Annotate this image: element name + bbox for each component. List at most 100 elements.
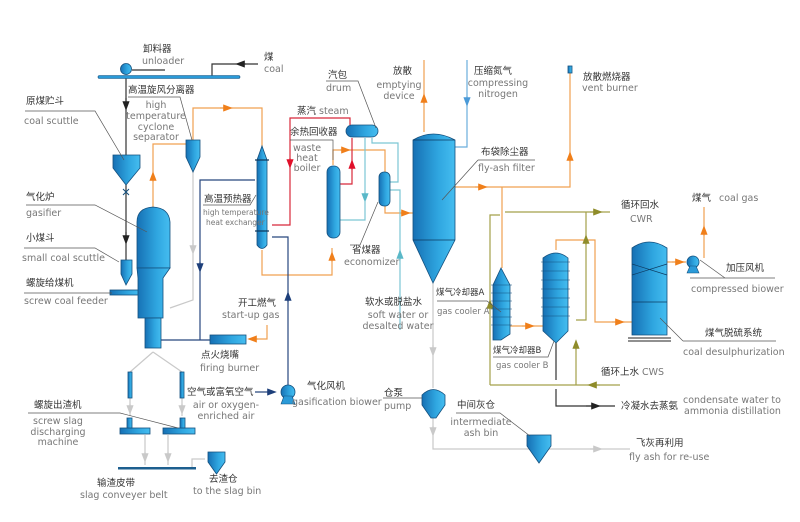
economizer [378,171,391,207]
screw-coal-feeder [109,289,141,296]
slag-split-line [129,351,183,373]
unloader-label-zh: 卸料器 [143,43,172,55]
nitrogen-label-zh: 压缩氮气 [474,65,513,77]
cyclone-label-zh: 高温旋风分离器 [128,84,195,96]
high-temperature-heat-exchanger [256,144,268,249]
fly-ash-reuse-label-zh: 飞灰再利用 [636,437,684,449]
soft-water-label-zh: 软水或脱盐水 [365,296,423,308]
soft-water-label-en-2: desalted water [363,321,434,332]
coal-gas-label-en: coal gas [719,193,758,204]
screw-slag-machine-right [162,427,196,435]
waste-heat-boiler-label-en-3: boiler [294,163,321,174]
slag-conveyer-belt [118,467,196,470]
intermediate-ash-bin [526,434,552,464]
screw-slag-label-zh: 螺旋出渣机 [34,399,82,411]
economizer-label-zh: 省煤器 [352,244,381,256]
gasifier-bottom [144,317,162,349]
exchanger-to-boiler-line [261,248,333,276]
slag-column-right [179,371,185,399]
cyclone-label-en-1: high [146,100,167,111]
small-coal-scuttle [120,259,133,286]
gasifier-label-zh: 气化炉 [26,191,55,203]
waste-heat-boiler-label-en-2: heat [296,153,318,164]
cyclone-outlet-line [192,107,263,148]
coal-scuttle-label-en: coal scuttle [24,116,79,127]
condensate-label-en-1: condensate water to [683,395,781,406]
screw-slag-label-en-2: discharging [30,427,85,438]
leader-lines [24,80,776,437]
gas-cooler-b-label-en: gas cooler B [496,361,549,371]
fly-ash-reuse-label-en: fly ash for re-use [629,452,709,463]
equipment [97,63,700,475]
cooler-b-return-line [576,212,587,321]
slag-bin-label-zh: 去渣仓 [209,473,238,485]
desulphurization-tower [631,241,668,336]
coal-label-en: coal [264,64,284,75]
air-label-en-2: enriched air [198,411,255,422]
belt-to-bin-line [191,458,205,468]
emptying-label-zh: 放散 [393,65,413,77]
cws-label-en: CWS [642,367,664,378]
air-label-zh: 空气或富氧空气 [187,386,254,398]
gasification-blower-label-en: gasification biower [292,397,382,408]
screw-slag-label-en-1: screw slag [33,416,83,427]
unloader-label-en: unloader [142,56,184,67]
firing-burner-label-zh: 点火烧嘴 [201,349,240,361]
slag-belt-label-en: slag conveyer belt [80,490,168,501]
ash-bin-label-en-2: ash bin [464,428,499,439]
start-up-gas-line [250,325,268,340]
ash-bin-label-en-1: intermediate [450,417,511,428]
firing-burner-label-en: firing burner [200,363,259,374]
boiler-steam-line [340,138,353,185]
nitrogen-label-en-1: compressing [468,78,528,89]
steam-drum [345,124,379,138]
cooler-a-coils [491,284,512,326]
small-coal-scuttle-label-zh: 小煤斗 [26,232,55,244]
steam-label-zh: 蒸汽 [297,105,317,117]
tower-base [628,337,671,342]
pump-label-en: pump [384,401,411,412]
drum-label-en: drum [326,83,351,94]
gasification-blower-label-zh: 气化风机 [307,380,346,392]
economizer-to-filter-line [384,205,413,214]
drum-to-economizer-line [371,138,399,183]
gas-cooler-a-label-zh: 煤气冷却器A [436,287,485,298]
coal-scuttle [112,154,141,186]
condensate-label-en-2: ammonia distillation [684,406,781,417]
slag-inlet-left [126,417,133,429]
steam-line [272,117,351,226]
desulphurization-label-zh: 煤气脱硫系统 [705,327,763,339]
compressed-blower-base [686,265,700,274]
heat-exchanger-label-en-2: heat exchanger [206,218,266,227]
cwr-label-zh: 循环回水 [621,199,660,211]
labels: 卸料器 unloader 煤 coal 高温旋风分离器 high tempera… [22,43,785,501]
unloader-conveyor [97,75,241,79]
fly-ash-filter [412,133,456,284]
vent-burner-label-en: vent burner [582,83,638,94]
unloader-icon [120,63,132,75]
air-label-en-1: air or oxygen- [193,400,259,411]
gasifier-label-en: gasifier [26,208,61,219]
cyclone-label-en-3: cyclone [138,122,175,133]
pump-label-zh: 仓泵 [384,387,404,399]
ash-bin-label-zh: 中间灰仓 [457,399,496,411]
pipelines [122,60,708,468]
slag-belt-label-zh: 输渣皮带 [97,477,136,489]
coal-inlet-line [211,63,258,77]
drum-label-zh: 汽包 [328,69,348,81]
pump [421,389,446,419]
small-coal-scuttle-label-en: small coal scuttle [22,253,105,264]
tower-packing [631,263,668,303]
slag-bin [207,451,226,475]
heat-exchanger-label-en-1: high temperature [203,208,269,217]
cooler-b-to-desulph-line [555,239,632,323]
screw-slag-label-en-3: machine [38,437,79,448]
exchanger-flanges [255,159,269,232]
emptying-label-en-1: emptying [376,80,421,91]
blower-base [280,395,296,405]
compressed-blower-label-zh: 加压风机 [726,262,765,274]
